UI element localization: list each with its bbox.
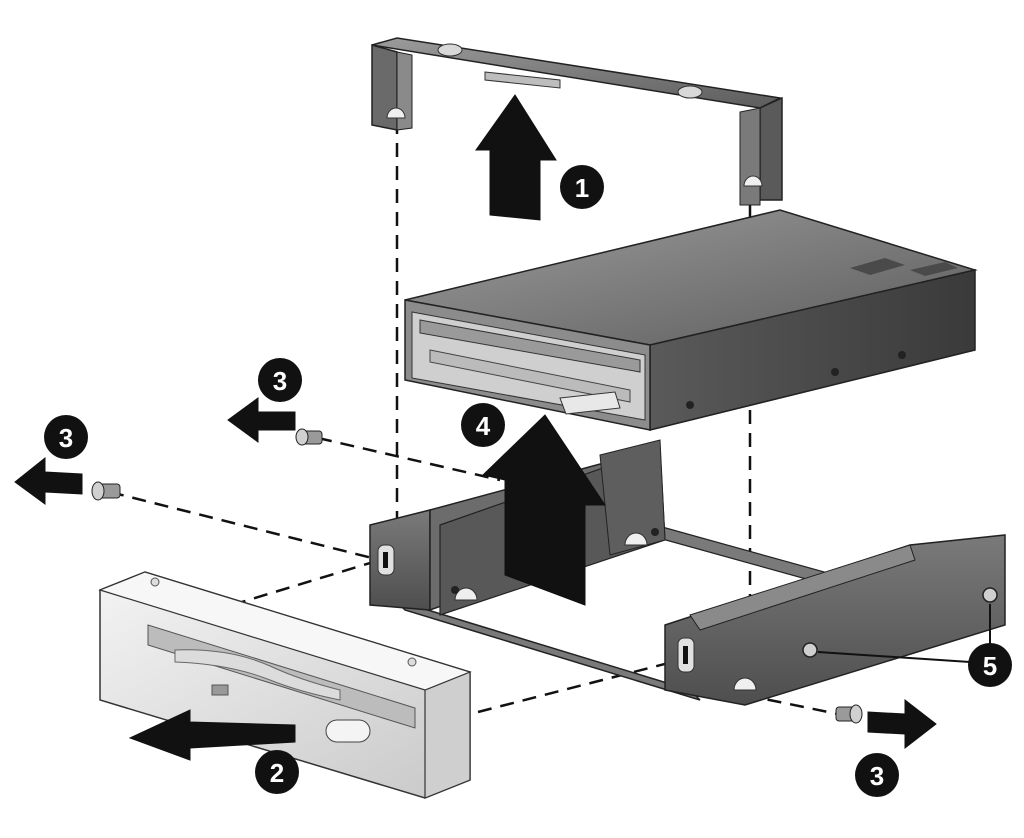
arrow-up-bracket xyxy=(475,94,557,221)
guide-bezel-bottom xyxy=(477,656,689,714)
alignment-lines xyxy=(109,120,839,716)
guide-bezel-top xyxy=(231,558,381,607)
top-bracket xyxy=(371,37,783,206)
screw-mid xyxy=(295,428,323,446)
guide-screw-right xyxy=(744,693,839,716)
arrow-left-screw-left xyxy=(14,456,83,505)
floppy-drive xyxy=(404,209,978,431)
front-bezel xyxy=(98,571,472,799)
callout-1-label: 1 xyxy=(575,173,589,203)
callout-1: 1 xyxy=(560,165,604,209)
callout-3-left-label: 3 xyxy=(59,423,73,453)
callout-3-right: 3 xyxy=(855,753,899,797)
arrow-left-bezel xyxy=(128,709,296,761)
screw-left xyxy=(91,481,121,501)
screw-right xyxy=(835,704,863,724)
arrow-up-drive xyxy=(481,414,606,606)
callout-4-label: 4 xyxy=(476,411,491,441)
guide-screw-left xyxy=(109,490,381,562)
arrow-right-screw-right xyxy=(867,698,937,750)
arrow-left-screw-mid xyxy=(227,397,296,443)
callout-3-mid: 3 xyxy=(258,358,302,402)
callout-2-label: 2 xyxy=(270,758,284,788)
callout-4: 4 xyxy=(461,403,505,447)
callout-5-label: 5 xyxy=(983,651,997,681)
guide-screw-mid xyxy=(317,436,501,482)
screws xyxy=(91,428,863,724)
callout-3-mid-label: 3 xyxy=(273,366,287,396)
callout-5: 5 xyxy=(817,604,1012,687)
callout-3-left: 3 xyxy=(44,415,88,459)
drive-cage xyxy=(369,439,1006,706)
callout-2: 2 xyxy=(255,750,299,794)
callout-3-right-label: 3 xyxy=(870,761,884,791)
arrows xyxy=(14,94,937,761)
